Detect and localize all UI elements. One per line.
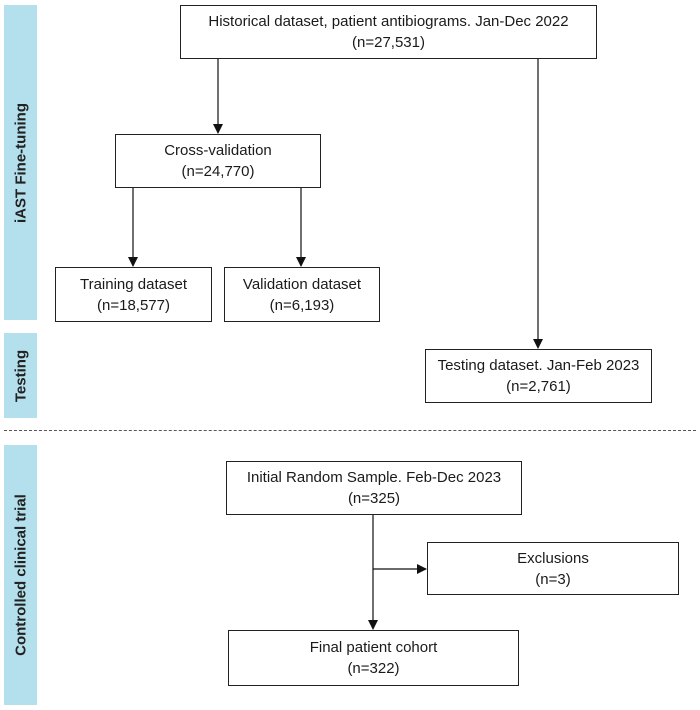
box-cross-validation: Cross-validation (n=24,770): [115, 134, 321, 188]
box-historical-dataset: Historical dataset, patient antibiograms…: [180, 5, 597, 59]
box-crossval-title: Cross-validation: [164, 142, 272, 159]
box-exclusions: Exclusions (n=3): [427, 542, 679, 595]
phase-bar-clinical-trial: Controlled clinical trial: [4, 445, 37, 705]
box-testing-title: Testing dataset. Jan-Feb 2023: [437, 357, 640, 374]
box-final-title: Final patient cohort: [309, 639, 438, 656]
box-final-patient-cohort: Final patient cohort (n=322): [228, 630, 519, 686]
box-crossval-count: (n=24,770): [181, 163, 255, 180]
box-validation-title: Validation dataset: [242, 275, 362, 293]
box-exclusions-count: (n=3): [535, 570, 571, 588]
box-historical-title: Historical dataset, patient antibiograms…: [208, 13, 569, 30]
box-training-title: Training dataset: [79, 275, 187, 293]
box-training-count: (n=18,577): [97, 296, 170, 314]
box-initial-random-sample: Initial Random Sample. Feb-Dec 2023 (n=3…: [226, 461, 522, 515]
section-separator: [4, 430, 696, 431]
box-final-count: (n=322): [347, 660, 400, 677]
box-initial-count: (n=325): [347, 490, 401, 507]
box-validation-dataset: Validation dataset (n=6,193): [224, 267, 380, 322]
phase-bar-testing: Testing: [4, 333, 37, 418]
box-exclusions-title: Exclusions: [517, 549, 589, 567]
box-testing-count: (n=2,761): [506, 378, 571, 395]
phase-bar-fine-tuning: iAST Fine-tuning: [4, 5, 37, 320]
box-training-dataset: Training dataset (n=18,577): [55, 267, 212, 322]
box-initial-title: Initial Random Sample. Feb-Dec 2023: [246, 469, 502, 486]
box-historical-count: (n=27,531): [352, 34, 425, 51]
box-validation-count: (n=6,193): [269, 296, 335, 314]
box-testing-dataset: Testing dataset. Jan-Feb 2023 (n=2,761): [425, 349, 652, 403]
